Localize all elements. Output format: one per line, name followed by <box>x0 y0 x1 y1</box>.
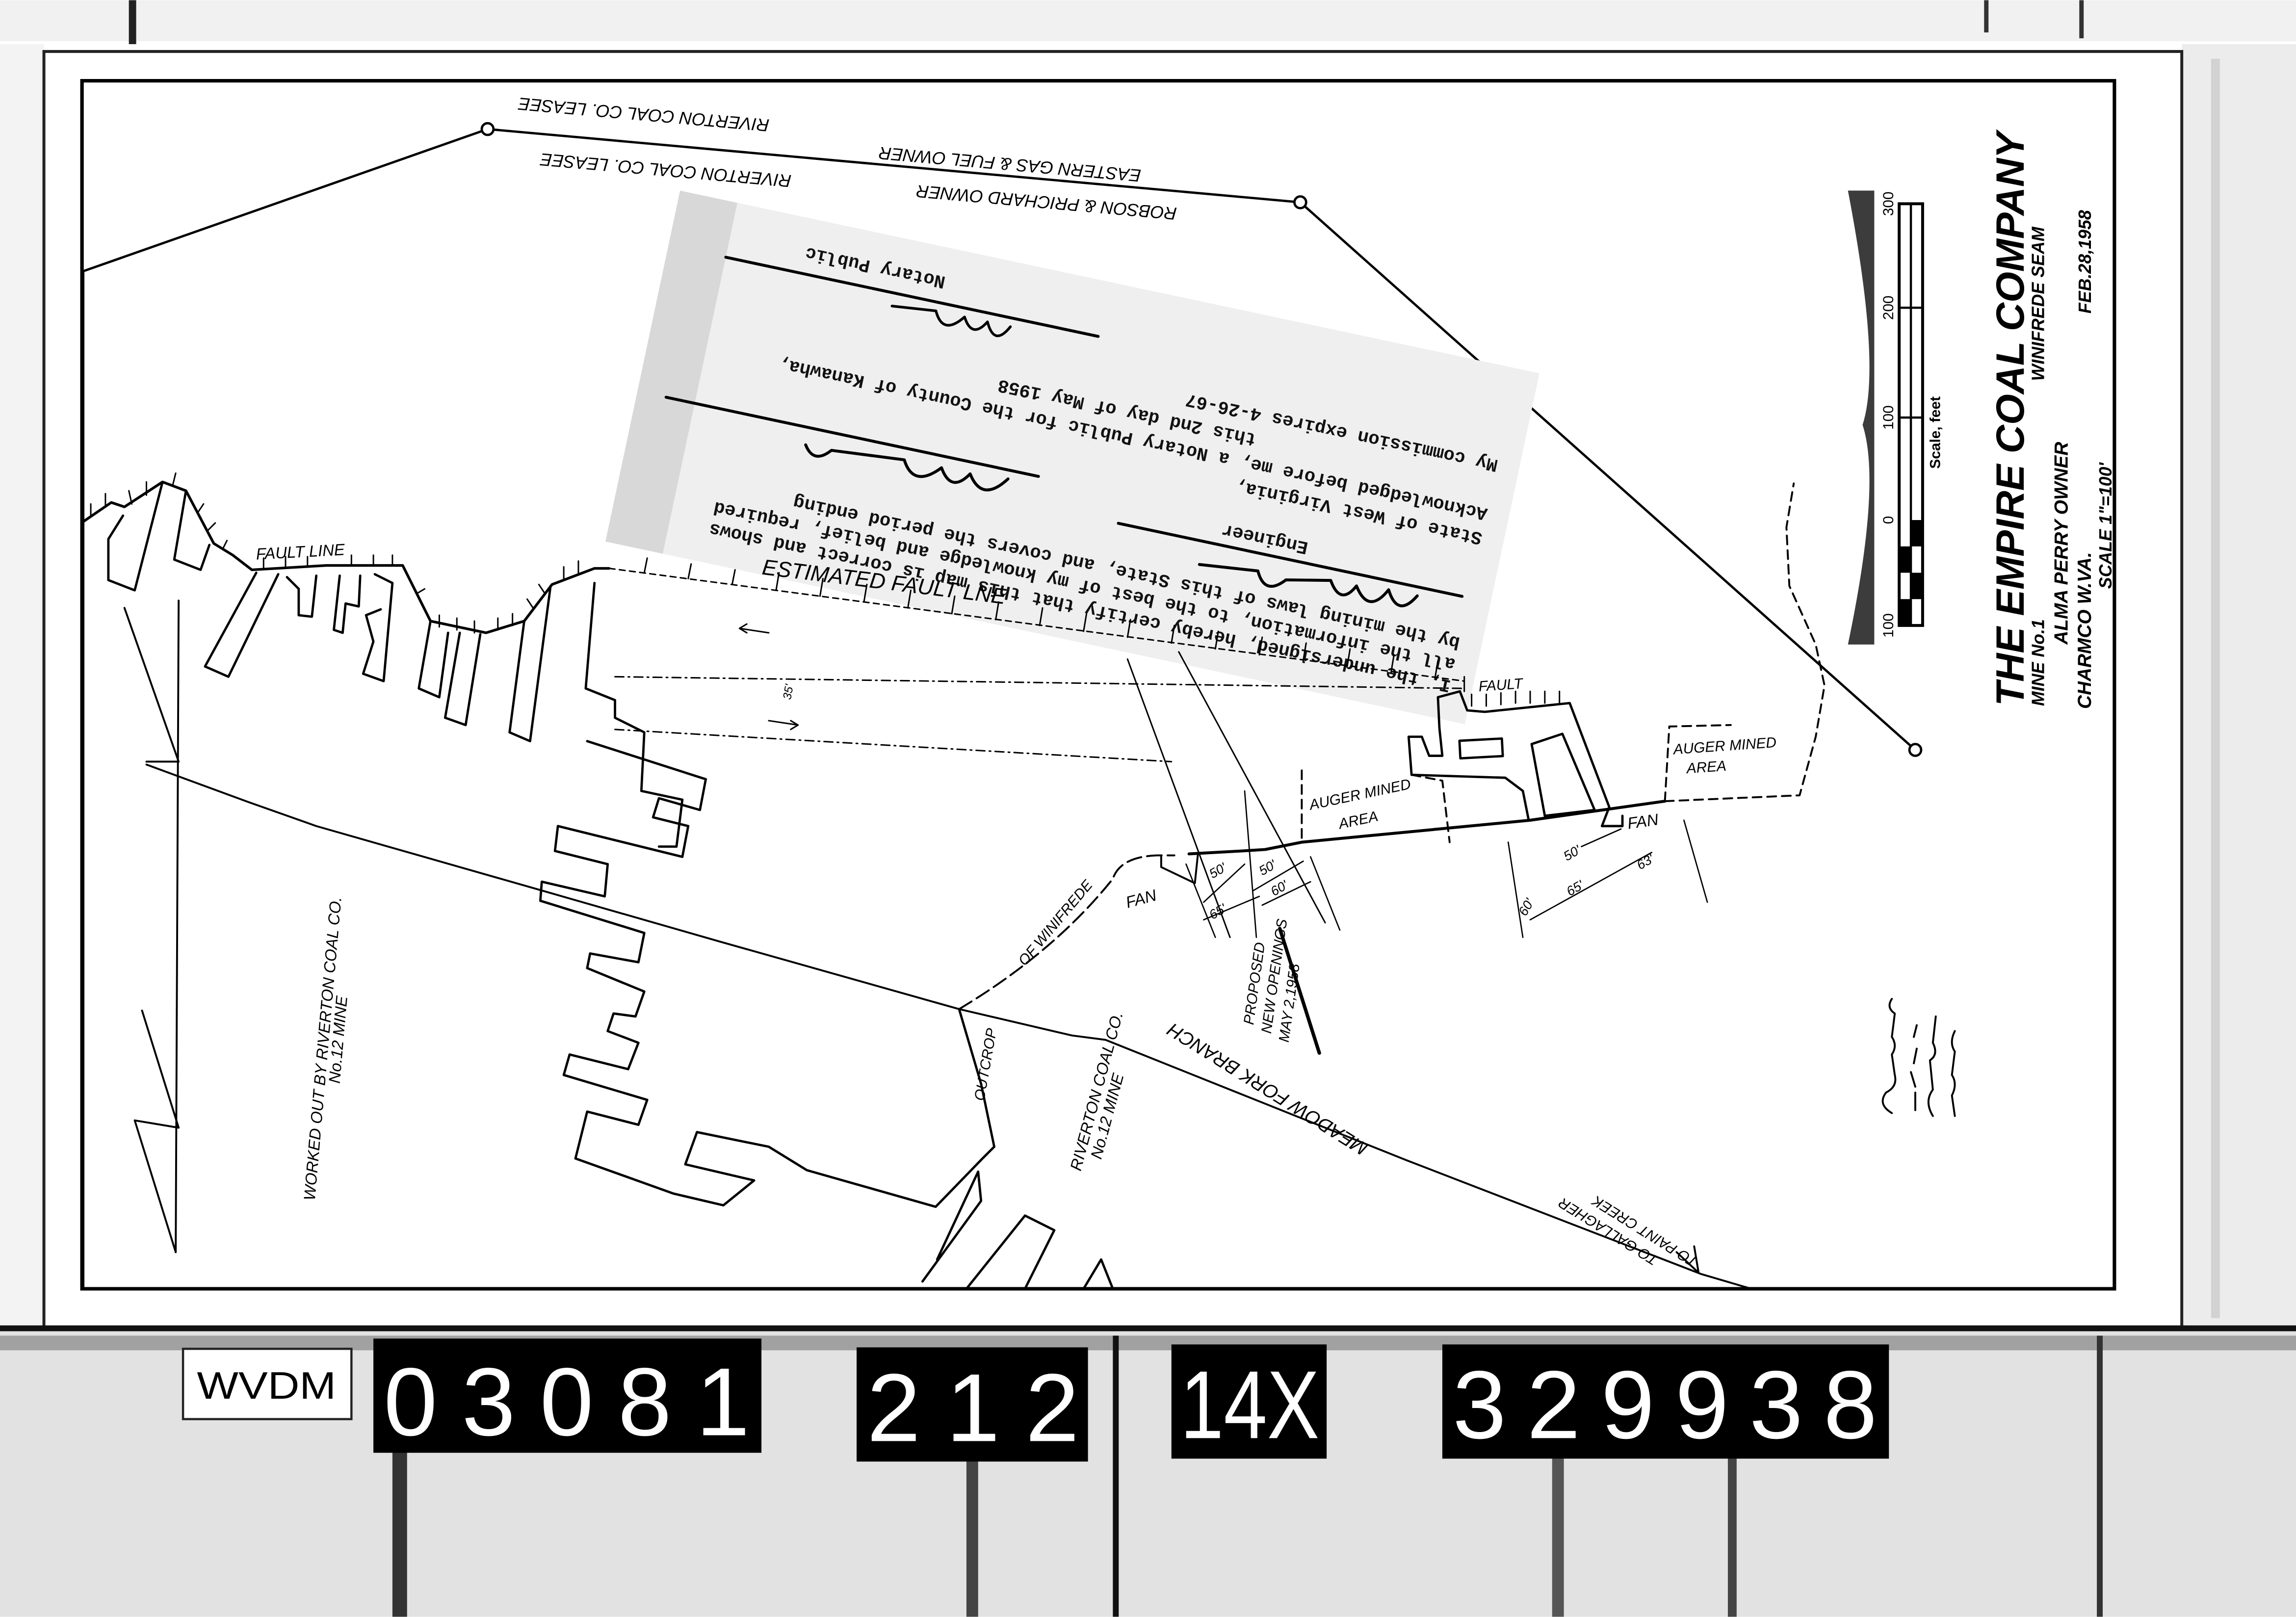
archive-code: 14X <box>1180 1351 1320 1459</box>
auger-mined-area-right <box>1664 482 1826 803</box>
collection-label: WVDM <box>197 1365 336 1407</box>
paper-sheet <box>42 50 2184 1330</box>
owner-name: ALMA PERRY OWNER <box>2051 442 2072 645</box>
corner-marker <box>1293 195 1307 209</box>
auger-mined-area-left <box>1301 769 1451 843</box>
certification-card: I, the undersigned, hereby certify that … <box>605 190 1539 725</box>
scale-tick-label: 300 <box>1880 191 1897 216</box>
notary-signature <box>890 305 1012 338</box>
scale-bar <box>1848 190 1924 645</box>
signature-scribble <box>804 443 1010 492</box>
new-mine-workings <box>1407 676 1624 828</box>
code-box <box>857 1347 1088 1462</box>
location: CHARMCO W.VA. <box>2074 552 2095 709</box>
survey-lines <box>82 270 180 1290</box>
corner-marker <box>1908 743 1923 757</box>
scale-tick-label: 0 <box>1880 516 1897 524</box>
signature-line <box>1117 522 1464 598</box>
dimension-35: 35' <box>781 682 796 701</box>
dimension-lines <box>1185 790 1708 1055</box>
crop-line <box>1187 800 1667 856</box>
engineer-signature <box>1198 563 1419 607</box>
scale-tick-label: 100 <box>1880 405 1897 430</box>
collection-label-box <box>182 1348 353 1420</box>
scan-margin-marks <box>0 0 2296 1333</box>
mine-number: MINE No.1 <box>2029 619 2048 706</box>
notary-signature-line <box>724 256 1100 338</box>
scale-tick-label: 100 <box>1880 613 1897 638</box>
scale-caption: Scale, feet <box>1928 396 1944 469</box>
direction-arrows <box>614 623 1465 939</box>
flow-arrow-icon <box>1675 1245 1700 1274</box>
auger-right-label-2: AREA <box>1685 758 1727 777</box>
property-boundary <box>82 122 1923 757</box>
certification-paper <box>605 190 1539 725</box>
map-border <box>80 79 2116 1291</box>
code-box <box>1171 1344 1327 1459</box>
winifrede-outcrop <box>958 854 1199 1010</box>
corner-marker <box>480 122 495 136</box>
map-scale: SCALE 1"=100' <box>2096 462 2115 589</box>
estimated-fault-line <box>608 557 1465 682</box>
seam-name: WINIFREDE SEAM <box>2029 226 2048 381</box>
company-title: THE EMPIRE COAL COMPANY <box>1988 129 2033 706</box>
proposed-openings-line <box>1278 927 1321 1055</box>
scale-tick-label: 200 <box>1880 295 1897 320</box>
fault-line <box>82 472 611 634</box>
old-workings <box>107 481 1114 1290</box>
archive-strip <box>0 1325 2296 1617</box>
fault-label: FAULT <box>1478 676 1524 695</box>
map-date: FEB.28,1958 <box>2075 210 2095 313</box>
archive-code: 212 <box>867 1354 1079 1461</box>
code-box <box>373 1338 762 1453</box>
handwritten-approval-notes <box>1881 998 1956 1117</box>
fan-right-label: FAN <box>1626 810 1660 832</box>
code-box <box>1442 1344 1889 1459</box>
signature-line <box>664 395 1040 478</box>
